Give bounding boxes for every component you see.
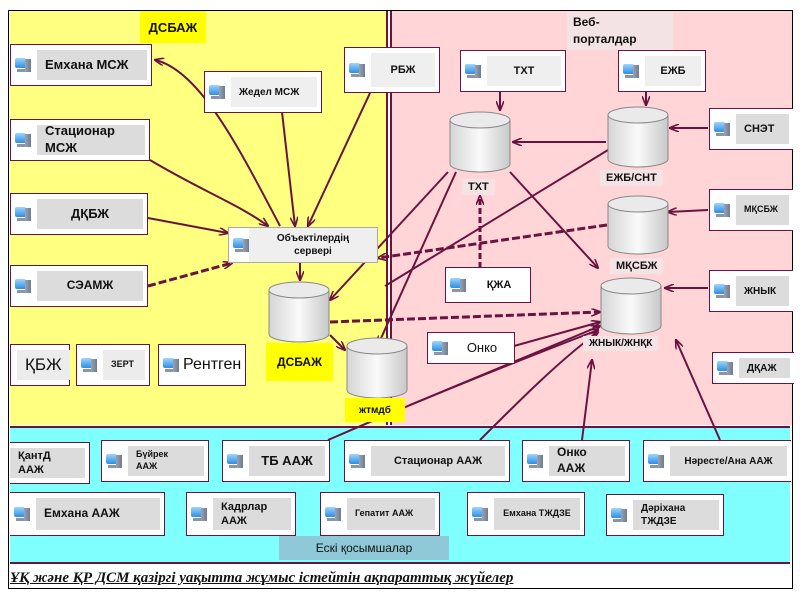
system-dkbj[interactable]: ДҚБЖ: [10, 193, 148, 235]
computer-icon: [233, 236, 249, 254]
system-mksbj[interactable]: МҚСБЖ: [709, 189, 793, 231]
computer-icon: [14, 505, 30, 523]
system-kbj[interactable]: ҚБЖ: [10, 344, 70, 386]
computer-icon: [432, 339, 448, 357]
system-zert[interactable]: ЗЕРТ: [76, 344, 150, 386]
database-icon-jnyk[interactable]: [599, 276, 663, 336]
system-kadrlar-aaj[interactable]: Кадрлар ААЖ: [186, 492, 296, 536]
system-ejb-source[interactable]: ЕЖБ: [618, 50, 706, 92]
computer-icon: [15, 131, 31, 149]
computer-icon: [15, 277, 31, 295]
zone-title-dsbaj: ДСБАЖ: [140, 11, 206, 43]
computer-icon: [450, 276, 466, 294]
database-icon-dsbaj[interactable]: [267, 280, 331, 344]
database-label-mksbj: МҚСБЖ: [610, 258, 664, 274]
system-emkhana-msj[interactable]: Емхана МСЖ: [10, 44, 152, 86]
system-tb-aaj[interactable]: ТБ ААЖ: [222, 440, 330, 482]
computer-icon: [648, 452, 664, 470]
system-jnyk[interactable]: ЖНЫК: [709, 270, 793, 312]
system-onko-aaj[interactable]: Онко ААЖ: [522, 440, 630, 482]
system-darikhana-tjdze[interactable]: Дəріхана ТЖДЗЕ: [606, 494, 724, 536]
system-nareste-aaj[interactable]: Нəресте/Ана ААЖ: [643, 440, 791, 482]
system-gepatit-aaj[interactable]: Гепатит ААЖ: [320, 492, 440, 536]
computer-icon: [325, 505, 341, 523]
system-rbj[interactable]: РБЖ: [344, 47, 440, 93]
computer-icon: [163, 356, 179, 374]
computer-icon: [717, 359, 733, 377]
computer-icon: [15, 205, 31, 223]
system-dkaj[interactable]: ДҚАЖ: [712, 352, 794, 384]
system-emkhana-tjdze[interactable]: Емхана ТЖДЗЕ: [467, 492, 585, 536]
computer-icon: [714, 201, 730, 219]
system-jedel-msj[interactable]: Жедел МСЖ: [204, 71, 322, 113]
computer-icon: [465, 62, 481, 80]
computer-icon: [191, 505, 207, 523]
computer-icon: [227, 452, 243, 470]
system-snet[interactable]: СНЭТ: [709, 108, 793, 150]
database-label-ejb-snt: ЕЖБ/СНТ: [600, 170, 663, 186]
system-onko[interactable]: Онко: [427, 332, 515, 364]
system-rentgen[interactable]: Рентген: [158, 344, 246, 386]
database-label-jtmdb: жтмдб: [345, 398, 405, 422]
object-server[interactable]: Объектілердің сервері: [228, 227, 378, 263]
database-label-jnyk: ЖНЫК/ЖНҚК: [583, 336, 659, 351]
system-emkhana-aaj[interactable]: Емхана ААЖ: [10, 492, 165, 536]
system-buirek-aaj[interactable]: Бүйрек ААЖ: [101, 440, 209, 482]
computer-icon: [15, 56, 31, 74]
database-icon-ejb-snt[interactable]: [606, 105, 670, 169]
figure-caption: ҰҚ және ҚР ДСМ қазіргі уақытта жұмыс іст…: [10, 570, 514, 586]
computer-icon: [611, 506, 627, 524]
zone-title-web-portals: Веб- порталдар: [567, 12, 673, 50]
computer-icon: [714, 120, 730, 138]
computer-icon: [527, 452, 543, 470]
computer-icon: [209, 83, 225, 101]
database-label-txt: ТХТ: [462, 179, 495, 195]
system-kja[interactable]: ҚЖА: [445, 267, 531, 303]
system-stacionar-aaj[interactable]: Стационар ААЖ: [344, 440, 510, 482]
computer-icon: [472, 505, 488, 523]
database-icon-mksbj[interactable]: [606, 194, 670, 256]
computer-icon: [81, 356, 97, 374]
computer-icon: [106, 452, 122, 470]
database-label-dsbaj: ДСБАЖ: [266, 343, 333, 381]
system-stacionar-msj[interactable]: Стационар МСЖ: [10, 119, 150, 161]
database-icon-jtmdb[interactable]: [345, 336, 409, 400]
computer-icon: [623, 62, 639, 80]
system-seamj[interactable]: СЭАМЖ: [10, 265, 148, 307]
database-icon-txt[interactable]: [448, 110, 512, 174]
zone-title-legacy-apps: Ескі қосымшалар: [279, 536, 449, 560]
computer-icon: [714, 282, 730, 300]
system-txt-source[interactable]: ТХТ: [460, 50, 566, 92]
system-kantd-aaj[interactable]: ҚантД ААЖ: [10, 442, 90, 484]
computer-icon: [349, 61, 365, 79]
computer-icon: [349, 452, 365, 470]
